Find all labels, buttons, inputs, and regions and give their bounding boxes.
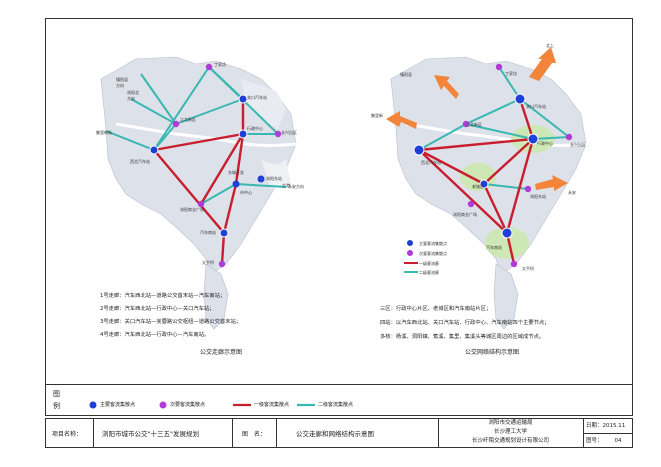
right-desc-3: 多核：杨溪、洞阳镇、蕉溪、集里、集溪头等城区周边的区域成节点。 [380, 334, 545, 340]
title-block: 项目名称： 浏阳市城市公交"十三五"发展规划 图 名： 公交走廊和网络结构示意图… [45, 418, 633, 448]
drawing-label: 图 名： [242, 430, 267, 438]
label-jiangbei: 江北新区 [180, 117, 196, 122]
inner-legend-1: 主要客流集散点 [419, 241, 447, 246]
label-r-guanqiao: 关口汽车站 [526, 104, 546, 109]
left-desc-1: 1号走廊：汽车西北站—道路公交首末站—汽车南站； [100, 293, 226, 299]
map-diagrams [100, 47, 587, 330]
node-guankou [238, 94, 248, 104]
label-south: 汽车南站 [200, 230, 216, 235]
label-liuyangbei: 浏阳北 方向 [127, 90, 139, 101]
label-ankang: 长兴出区 [281, 130, 297, 135]
right-desc-1: 三区：行政中心片区、老城区和汽车南站片区； [380, 306, 492, 312]
label-mall: 浏阳商业广场 [180, 207, 204, 212]
label-chengdong: 东城开发 [228, 170, 244, 175]
left-desc-3: 3号走廊：关口汽车站—芙蓉路公交枢纽—道路公交首末站； [100, 319, 242, 325]
org-3: 长沙纤陌交通规划设计有限公司 [471, 438, 549, 444]
label-fangzi: 集里新街 [96, 130, 112, 135]
label-r-taiping: 太平桥 [522, 266, 534, 271]
label-guanqiao: 关口汽车站 [247, 95, 267, 100]
node-jiangbei [172, 120, 180, 128]
project-label: 项目名称： [52, 430, 83, 438]
left-caption: 公交走廊示意图 [200, 349, 243, 356]
label-taiping: 太平桥 [202, 260, 214, 265]
label-r-dingjiafang: 丁家坊 [505, 71, 517, 76]
label-xingzheng: 行政中心 [247, 126, 263, 131]
right-desc-2: 四站：以汽车西北站、关口汽车站、行政中心、汽车南站四个主要节点； [380, 320, 550, 326]
right-caption: 公交网络结构示意图 [465, 349, 520, 356]
date-label: 日期： [586, 423, 603, 429]
node-xingzheng [238, 129, 248, 139]
legend-level2-line-icon [297, 403, 315, 407]
right-level1-lines [418, 98, 535, 265]
inner-legend-3: 一级客流廊 [419, 261, 439, 266]
label-r-south: 汽车南站 [486, 245, 502, 250]
legend-secondary-node-icon [159, 401, 167, 409]
legend-item-2: 次要客流集散点 [170, 402, 206, 408]
label-lianyuan: 镇阳县 方向 [116, 77, 128, 88]
inner-legend-4: 二级客流廊 [419, 270, 439, 275]
drawing-name: 公交走廊和网络结构示意图 [296, 430, 374, 438]
date-figno-block: 日期：2015.11 图号： 04 [584, 419, 632, 447]
org-block: 浏阳市交通运输局 长沙理工大学 长沙纤陌交通规划设计有限公司 [438, 419, 583, 447]
arrow-north [529, 47, 556, 81]
label-station: 浏阳东站 [266, 176, 282, 181]
label-r-ankang: 长兴出区 [570, 142, 586, 147]
left-desc-2: 2号走廊：汽车西北站—行政中心—关口汽车站； [100, 306, 215, 312]
label-r-xingzheng: 行政中心 [537, 141, 553, 146]
right-arrows [386, 47, 568, 191]
project-name: 浏阳市城市公交"十三五"发展规划 [102, 430, 199, 438]
legend-item-1: 主要客流集散点 [100, 402, 136, 408]
arrow-label-east: 永安 [568, 190, 576, 195]
left-level2-lines [105, 66, 287, 205]
label-dingjiafang: 丁家坊 [214, 62, 226, 67]
right-nodes [413, 63, 573, 268]
label-r-jiangbei: 江北新区 [466, 122, 482, 127]
right-inner-legend [404, 240, 418, 273]
left-map-land [100, 56, 297, 330]
legend-item-3: 一级客流集散点 [254, 402, 290, 408]
node-xibei [149, 145, 159, 155]
legend-level1-line-icon [233, 403, 251, 407]
legend-title: 图 例 [53, 390, 60, 410]
legend-bar [45, 384, 633, 418]
label-yonghe: 永安方向 [288, 184, 304, 189]
arrow-label-west: 集里新 [371, 113, 383, 118]
drawing-frame [45, 18, 633, 416]
label-r-xiliu: 西北汽车站 [421, 160, 441, 165]
node-dingjia [205, 63, 213, 71]
arrow-label-north: 北上 [546, 43, 554, 48]
node-taiping [218, 260, 226, 268]
legend-item-4: 二级客流集散点 [318, 402, 354, 408]
arrow-northwest [434, 75, 459, 99]
node-shizhong [232, 180, 240, 188]
label-xiliu: 西北汽车站 [130, 159, 150, 164]
org-1: 浏阳市交通运输局 [488, 420, 533, 426]
node-east [257, 175, 265, 183]
node-ankang [274, 130, 282, 138]
label-r-east: 浏阳东站 [530, 194, 546, 199]
figno-label: 图号： [586, 438, 603, 444]
node-chengdong [197, 200, 205, 208]
inner-legend-2: 次要客流集散点 [419, 251, 447, 256]
arrow-west [386, 111, 417, 129]
left-level1-lines [153, 99, 245, 265]
figno-value: 04 [614, 438, 622, 444]
arrow-east [535, 175, 568, 191]
label-shizhong: 市中心 [240, 190, 252, 195]
date-value: 2015.11 [602, 423, 626, 429]
right-level2-lines [418, 66, 570, 190]
legend-primary-node-icon [89, 401, 97, 409]
left-desc-4: 4号走廊：汽车西北站—行政中心—汽车南站。 [100, 332, 210, 338]
arrow-label-northwest: 镇阳县 [400, 72, 412, 77]
label-r-mall: 浏阳商业广场 [453, 212, 477, 217]
left-nodes [149, 63, 282, 268]
label-gucheng: 古港 [282, 183, 290, 188]
node-south [219, 228, 229, 238]
org-2: 长沙理工大学 [493, 429, 527, 435]
label-r-laocheng: 老城区 [472, 184, 484, 189]
